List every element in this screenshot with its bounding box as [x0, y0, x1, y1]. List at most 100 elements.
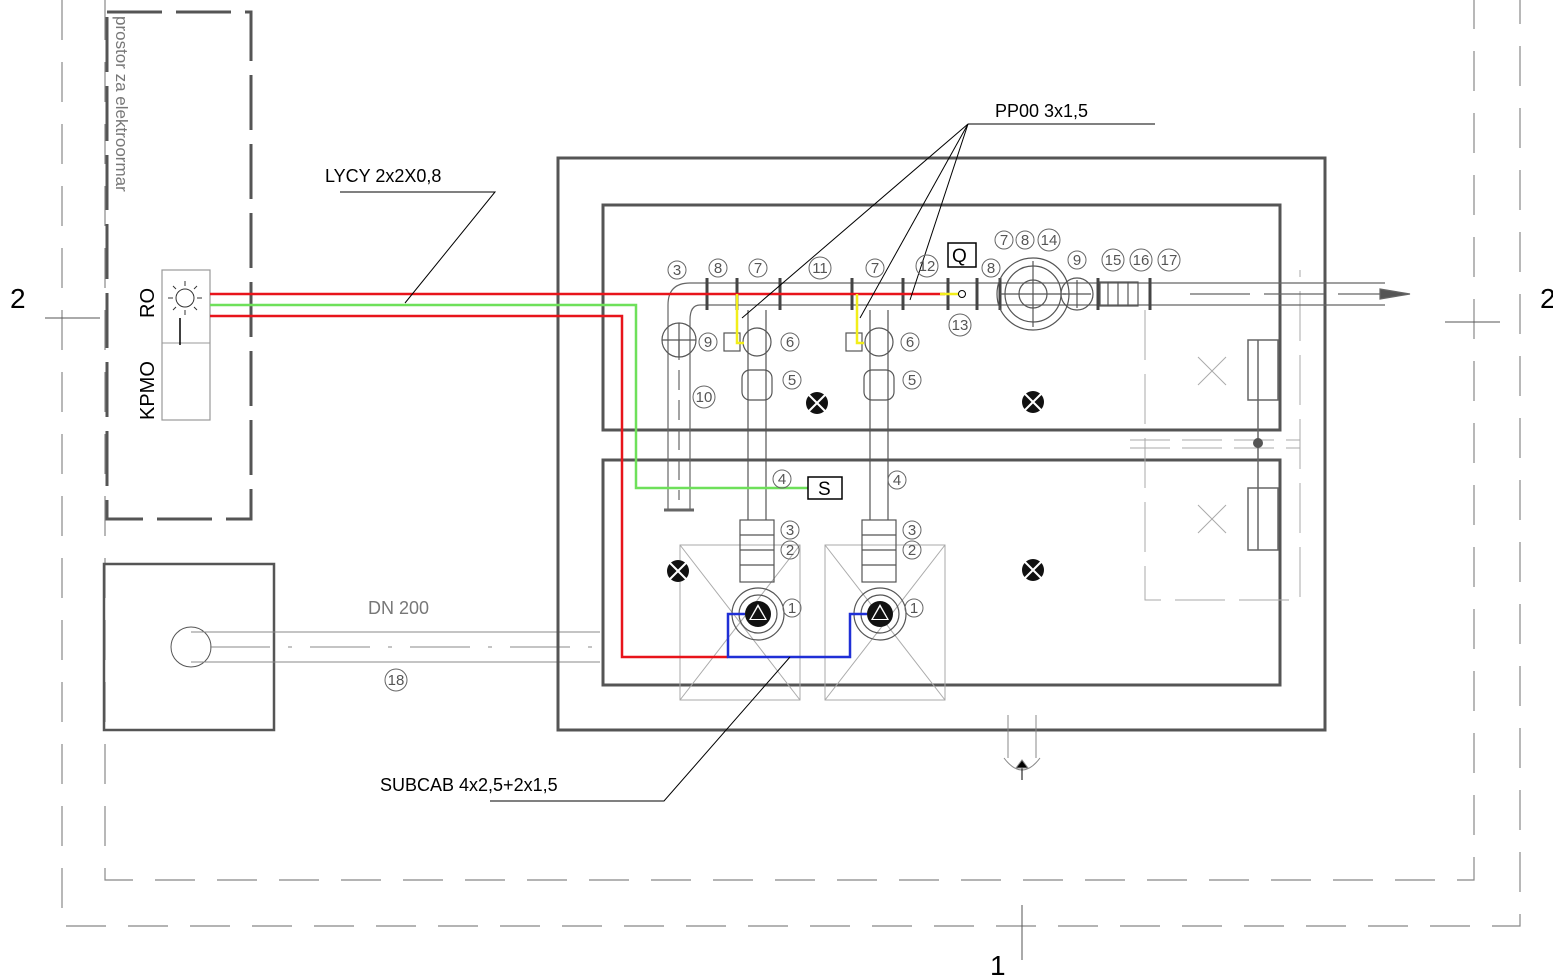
svg-text:15: 15 [1105, 252, 1122, 269]
position-number: 4 [772, 469, 792, 489]
position-numbers: 3 8 7 11 7 12 8 7 8 14 9 15 16 17 13 9 6… [384, 228, 1181, 692]
light-icon [168, 281, 202, 315]
lamp-icon [806, 392, 828, 414]
inflow-manhole [102, 562, 600, 732]
power-cable-bottom [210, 314, 728, 659]
position-number: 5 [902, 370, 922, 390]
position-number: 9 [1067, 250, 1087, 270]
ro-label: RO [137, 288, 159, 318]
position-number: 6 [900, 332, 920, 352]
level-sensor-point [958, 290, 966, 298]
outer-dashed-boundary [61, 0, 1521, 927]
svg-text:12: 12 [919, 258, 936, 275]
section-marker-bottom: 1 [990, 950, 1006, 979]
section-marker-right: 2 [1540, 283, 1553, 314]
svg-text:6: 6 [906, 334, 914, 351]
position-number: 8 [1015, 230, 1035, 250]
position-number: 11 [808, 256, 832, 280]
svg-text:8: 8 [987, 260, 995, 277]
position-number: 7 [994, 230, 1014, 250]
position-number: 10 [692, 385, 716, 409]
lycy-cable-label: LYCY 2x2X0,8 [325, 166, 441, 186]
cabinet-title: prostor za elektroormar [112, 16, 131, 192]
svg-text:7: 7 [871, 260, 879, 277]
dn-pipe-label: DN 200 [368, 598, 429, 618]
svg-text:16: 16 [1133, 252, 1150, 269]
svg-text:5: 5 [788, 372, 796, 389]
sensor-cable [735, 294, 744, 345]
svg-text:2: 2 [908, 542, 916, 559]
cable-lines [210, 292, 960, 659]
pump-riser-2 [845, 310, 897, 583]
pump-riser-1 [723, 310, 775, 583]
position-number: 13 [948, 313, 972, 337]
position-number: 14 [1037, 228, 1061, 252]
position-number: 3 [780, 520, 800, 540]
svg-text:7: 7 [1000, 232, 1008, 249]
svg-text:4: 4 [893, 472, 901, 489]
position-number: 8 [708, 258, 728, 278]
svg-text:11: 11 [812, 260, 828, 277]
position-number: 6 [780, 332, 800, 352]
position-number: 9 [698, 332, 718, 352]
leader-lines [340, 123, 1155, 802]
svg-text:9: 9 [1073, 252, 1081, 269]
gate-valve-outlet [1060, 277, 1139, 311]
position-number: 16 [1129, 248, 1153, 272]
svg-text:8: 8 [714, 260, 722, 277]
svg-text:1: 1 [788, 600, 796, 617]
signal-cable [210, 303, 808, 490]
svg-text:10: 10 [696, 389, 713, 406]
level-switch-box [807, 476, 843, 500]
section-lines [45, 317, 1500, 960]
svg-text:3: 3 [908, 522, 916, 539]
svg-text:8: 8 [1021, 232, 1029, 249]
svg-text:3: 3 [673, 262, 681, 279]
position-number: 1 [782, 598, 802, 618]
flow-sensor-box [947, 242, 977, 268]
position-number: 15 [1101, 248, 1125, 272]
lamp-icon [667, 560, 689, 582]
lamp-icon [1022, 559, 1044, 581]
svg-text:13: 13 [952, 317, 969, 334]
position-number: 7 [748, 258, 768, 278]
cabinet-space [105, 10, 253, 521]
pump-station-structure [556, 156, 1327, 732]
position-number: 3 [902, 520, 922, 540]
lamp-icon [1022, 391, 1044, 413]
position-number: 4 [887, 470, 907, 490]
position-number: 8 [981, 258, 1001, 278]
flow-sensor-label: Q [952, 246, 967, 267]
lamp-symbols [667, 391, 1044, 582]
section-marker-left: 2 [10, 283, 26, 314]
level-switch-label: S [818, 479, 831, 500]
ventilation-symbol [1003, 715, 1041, 780]
svg-text:17: 17 [1161, 252, 1178, 269]
ladder-node [1253, 438, 1263, 448]
position-number: 7 [865, 258, 885, 278]
position-number: 2 [780, 540, 800, 560]
svg-text:5: 5 [908, 372, 916, 389]
svg-text:1: 1 [910, 600, 918, 617]
pump-cable [726, 612, 867, 659]
pump-1 [731, 587, 785, 641]
position-number: 17 [1157, 248, 1181, 272]
svg-text:14: 14 [1041, 232, 1058, 249]
ladder [1247, 339, 1279, 551]
svg-text:7: 7 [754, 260, 762, 277]
subcab-cable-label: SUBCAB 4x2,5+2x1,5 [380, 775, 558, 795]
svg-text:2: 2 [786, 542, 794, 559]
pp00-cable-label: PP00 3x1,5 [995, 101, 1088, 121]
sensor-cable [855, 294, 864, 345]
position-number: 12 [915, 254, 939, 278]
position-number: 3 [667, 260, 687, 280]
svg-text:18: 18 [388, 672, 405, 689]
position-number: 2 [902, 540, 922, 560]
svg-text:3: 3 [786, 522, 794, 539]
svg-text:6: 6 [786, 334, 794, 351]
svg-text:4: 4 [778, 471, 786, 488]
position-number: 18 [384, 668, 408, 692]
position-number: 5 [782, 370, 802, 390]
